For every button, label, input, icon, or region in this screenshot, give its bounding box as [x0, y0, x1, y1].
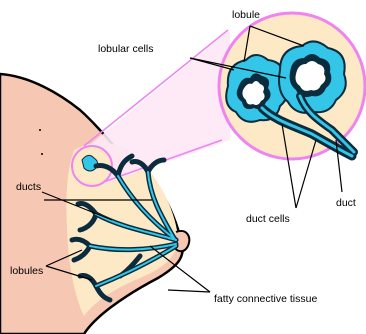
label-duct-cells: duct cells [246, 213, 290, 225]
label-fatty-connective-tissue: fatty connective tissue [214, 293, 317, 305]
label-ducts: ducts [16, 181, 41, 193]
label-duct: duct [336, 197, 356, 209]
lobule-detail-left [226, 55, 287, 122]
label-lobules: lobules [10, 265, 43, 277]
lobule-detail-right [279, 41, 346, 112]
label-lobular-cells: lobular cells [98, 43, 153, 55]
label-lobule: lobule [232, 9, 260, 21]
